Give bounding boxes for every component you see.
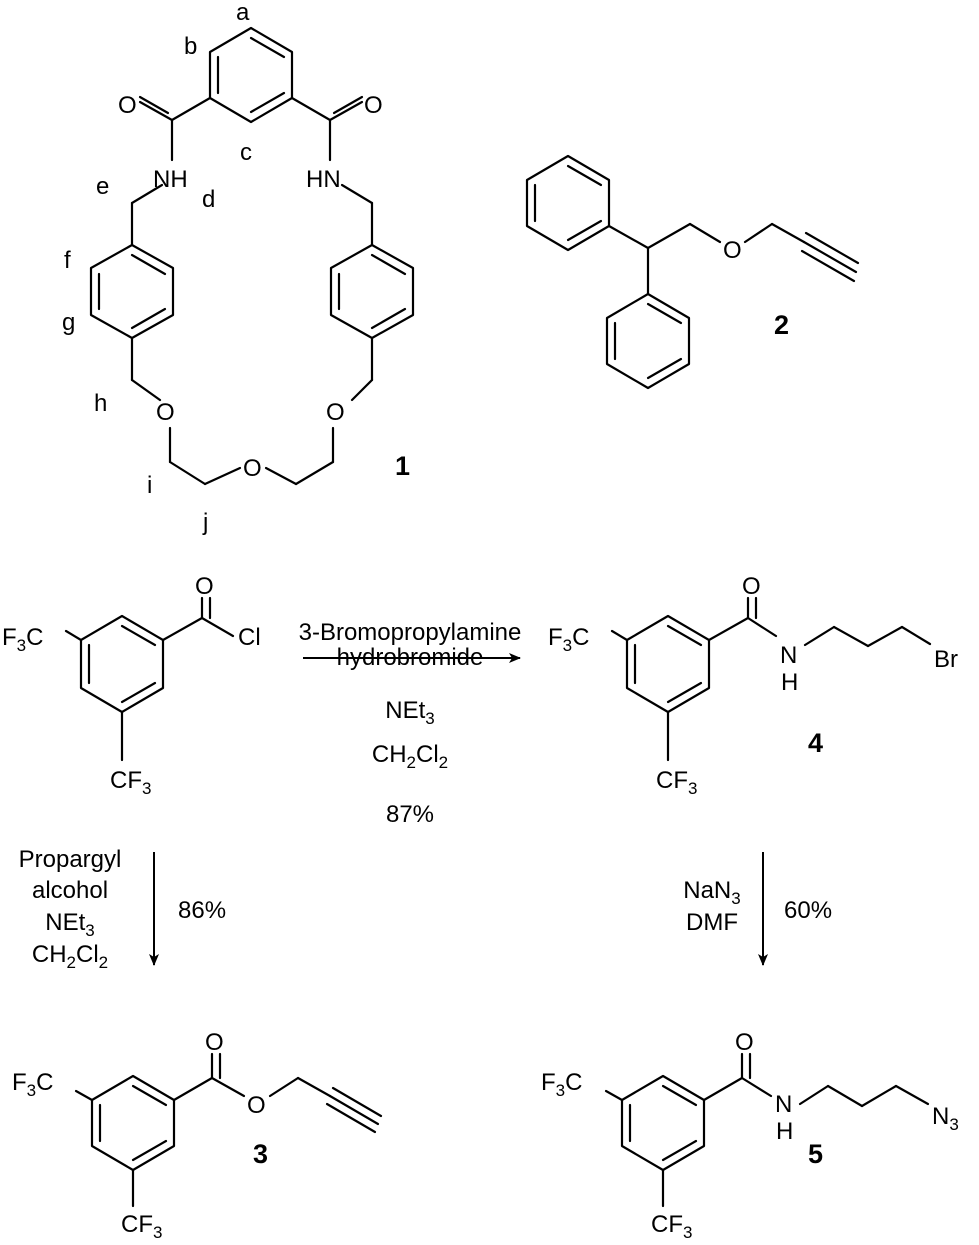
proton-label-b: b <box>184 33 197 60</box>
compound-number-5: 5 <box>808 1139 823 1169</box>
yield-text: 87% <box>386 801 434 828</box>
atom-NH: NH <box>153 166 188 193</box>
compound-5: O N H N3 F3C CF3 5 <box>541 1029 959 1242</box>
cf3-group: CF3 <box>121 1211 162 1242</box>
atom-O: O <box>156 399 175 426</box>
base-text: NEt3 <box>45 909 94 940</box>
proton-label-c: c <box>240 139 252 166</box>
proton-label-a: a <box>236 0 250 26</box>
compound-number-2: 2 <box>774 310 789 340</box>
reagent-text: hydrobromide <box>337 644 484 671</box>
cf3-group: F3C <box>541 1069 582 1100</box>
atom-N: N <box>780 642 797 669</box>
atom-O: O <box>247 1092 266 1119</box>
atom-O: O <box>326 399 345 426</box>
atom-O: O <box>742 573 761 600</box>
atom-O: O <box>195 573 214 600</box>
proton-label-i: i <box>147 472 152 499</box>
solvent-text: CH2Cl2 <box>32 941 108 972</box>
base-text: NEt3 <box>385 697 434 728</box>
compound-number-3: 3 <box>253 1139 268 1169</box>
proton-label-f: f <box>64 247 71 274</box>
cf3-group: F3C <box>12 1069 53 1100</box>
reaction-arrow-to-3: Propargyl alcohol NEt3 CH2Cl2 86% <box>19 846 226 972</box>
reagent-text: alcohol <box>32 877 108 904</box>
acid-chloride-start: O Cl F3C CF3 <box>2 573 261 798</box>
proton-label-e: e <box>96 173 109 200</box>
proton-label-h: h <box>94 390 107 417</box>
atom-Br: Br <box>934 646 958 673</box>
atom-H: H <box>776 1118 793 1145</box>
atom-HN: HN <box>306 166 341 193</box>
proton-label-j: j <box>202 509 208 536</box>
cf3-group: CF3 <box>651 1211 692 1242</box>
atom-N3: N3 <box>932 1103 959 1134</box>
macrocycle-1: O O NH HN O O O a b c d e f g h i j 1 <box>62 0 415 536</box>
solvent-text: CH2Cl2 <box>372 741 448 772</box>
cf3-group: CF3 <box>656 767 697 798</box>
atom-H: H <box>781 669 798 696</box>
proton-label-g: g <box>62 309 75 336</box>
compound-4: O N H Br F3C CF3 4 <box>548 573 958 798</box>
reaction-arrow-to-5: NaN3 DMF 60% <box>683 852 832 966</box>
yield-text: 60% <box>784 897 832 924</box>
atom-N: N <box>775 1091 792 1118</box>
reaction-arrow-to-4: 3-Bromopropylamine hydrobromide NEt3 CH2… <box>299 619 522 828</box>
atom-O: O <box>243 455 262 482</box>
compound-3: O O F3C CF3 3 <box>12 1029 383 1242</box>
reagent-text: 3-Bromopropylamine <box>299 619 522 646</box>
reagent-text: NaN3 <box>683 877 740 908</box>
solvent-text: DMF <box>686 909 738 936</box>
compound-2: O 2 <box>525 154 860 390</box>
compound-number-1: 1 <box>395 451 410 481</box>
cf3-group: F3C <box>548 624 589 655</box>
cf3-group: CF3 <box>110 767 151 798</box>
atom-Cl: Cl <box>238 624 261 651</box>
atom-O: O <box>205 1029 224 1056</box>
atom-O: O <box>118 92 137 119</box>
atom-O: O <box>364 92 383 119</box>
proton-label-d: d <box>202 186 215 213</box>
atom-O: O <box>723 237 742 264</box>
atom-O: O <box>735 1029 754 1056</box>
cf3-group: F3C <box>2 624 43 655</box>
reagent-text: Propargyl <box>19 846 122 873</box>
compound-number-4: 4 <box>808 728 823 758</box>
yield-text: 86% <box>178 897 226 924</box>
